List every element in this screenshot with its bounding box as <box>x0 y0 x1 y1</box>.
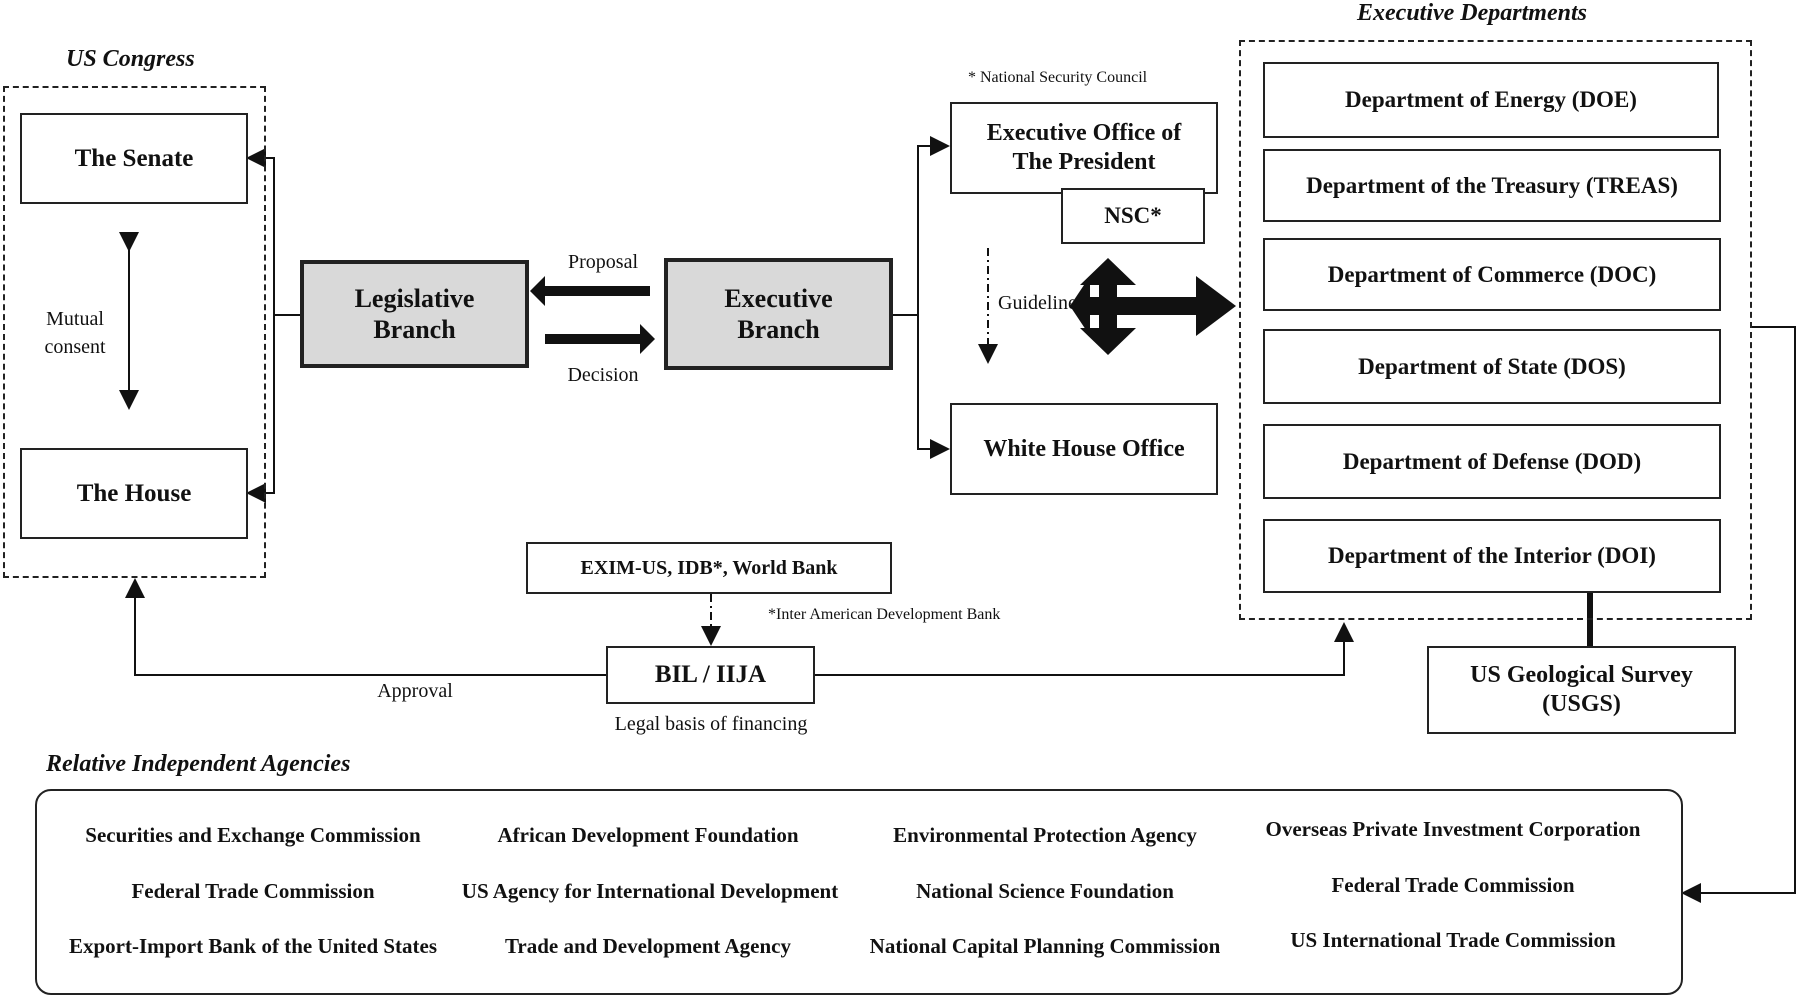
congress-title: US Congress <box>66 46 195 72</box>
eop-line1: Executive Office of <box>986 120 1182 147</box>
agency-item: Environmental Protection Agency <box>893 823 1197 847</box>
usgs-line2: (USGS) <box>1542 691 1621 717</box>
legislative-line1: Legislative <box>354 283 475 313</box>
senate-box: The Senate <box>20 113 248 204</box>
proposal-label: Proposal <box>568 251 638 273</box>
usgs-line1: US Geological Survey <box>1470 662 1693 689</box>
eop-box: Executive Office of The President <box>950 102 1218 194</box>
department-state-box: Department of State (DOS) <box>1263 329 1721 404</box>
usgs-box: US Geological Survey (USGS) <box>1427 646 1736 734</box>
legislative-to-congress-connector <box>246 148 300 316</box>
mutual-consent-label: Mutual consent <box>30 305 120 361</box>
legislative-branch-box: Legislative Branch <box>300 260 529 368</box>
congress-group <box>3 86 266 578</box>
agency-item: US International Trade Commission <box>1290 928 1616 952</box>
agencies-title: Relative Independent Agencies <box>46 751 351 777</box>
department-defense-box: Department of Defense (DOD) <box>1263 424 1721 499</box>
agency-item: Federal Trade Commission <box>131 879 375 903</box>
agency-item: Overseas Private Investment Corporation <box>1265 817 1641 841</box>
agency-item: Federal Trade Commission <box>1331 873 1575 897</box>
proposal-arrow <box>545 286 650 296</box>
approval-label: Approval <box>377 680 453 702</box>
consent-label-line2: consent <box>44 336 106 358</box>
executive-line1: Executive <box>724 283 833 313</box>
departments-group <box>1239 40 1752 620</box>
banks-box: EXIM-US, IDB*, World Bank <box>526 542 892 594</box>
executive-to-eop-connector <box>893 136 950 316</box>
executive-line2: Branch <box>737 315 820 344</box>
agency-item: National Science Foundation <box>916 879 1174 903</box>
department-interior-box: Department of the Interior (DOI) <box>1263 519 1721 593</box>
guideline-label: Guideline <box>998 292 1077 314</box>
department-energy-box: Department of Energy (DOE) <box>1263 62 1719 138</box>
bold-cross-arrow <box>1070 258 1236 355</box>
idb-note: *Inter American Development Bank <box>768 606 1001 623</box>
department-commerce-box: Department of Commerce (DOC) <box>1263 238 1721 311</box>
agency-item: US Agency for International Development <box>461 879 839 903</box>
agency-item: Securities and Exchange Commission <box>85 823 421 847</box>
eop-line2: The President <box>1012 149 1156 175</box>
decision-arrow <box>545 334 640 344</box>
decision-label: Decision <box>567 364 639 386</box>
nsc-box: NSC* <box>1061 188 1205 244</box>
executive-to-whitehouse-connector <box>917 315 950 459</box>
legal-basis-label: Legal basis of financing <box>614 713 808 735</box>
house-box: The House <box>20 448 248 539</box>
agencies-group <box>35 789 1683 995</box>
mutual-label-line1: Mutual <box>46 308 104 330</box>
agency-item: Export-Import Bank of the United States <box>68 934 438 958</box>
department-treasury-box: Department of the Treasury (TREAS) <box>1263 149 1721 222</box>
agency-item: National Capital Planning Commission <box>869 934 1221 958</box>
agency-item: African Development Foundation <box>497 823 799 847</box>
agency-item: Trade and Development Agency <box>504 934 791 958</box>
bil-approval-connector <box>125 578 606 676</box>
bil-to-departments-connector <box>815 622 1354 676</box>
white-house-office-box: White House Office <box>950 403 1218 495</box>
departments-title: Executive Departments <box>1357 0 1587 26</box>
bil-iija-box: BIL / IIJA <box>606 646 815 704</box>
legislative-line2: Branch <box>373 315 456 344</box>
executive-branch-box: Executive Branch <box>664 258 893 370</box>
departments-to-agencies-connector <box>1681 326 1796 903</box>
nsc-note: * National Security Council <box>968 69 1148 86</box>
legislative-to-house-connector <box>246 315 275 503</box>
